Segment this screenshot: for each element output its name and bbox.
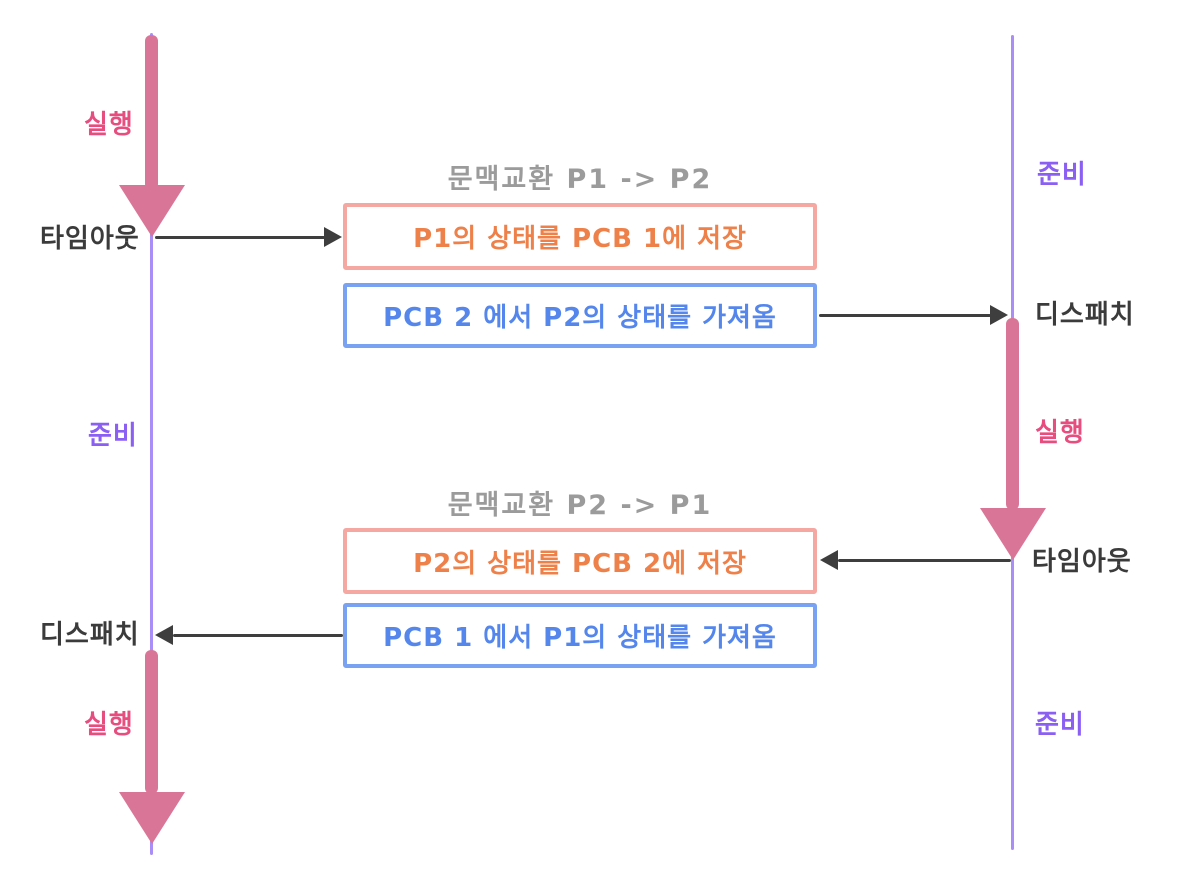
p2-ready-top-label: 준비 [1037, 160, 1087, 190]
load-to-dispatch-arrow-shaft [819, 314, 991, 317]
p2-timeout-label: 타임아웃 [1032, 547, 1132, 577]
p1-exec-bottom-label: 실행 [84, 710, 134, 740]
timeout-to-save-arrow-shaft [155, 236, 325, 239]
p1-execution-arrow-shaft [145, 35, 158, 190]
p2-ready-bottom-label: 준비 [1035, 710, 1085, 740]
context-switch-2-load-text: PCB 1 에서 P1의 상태를 가져옴 [383, 623, 777, 653]
p1-ready-label: 준비 [88, 421, 138, 451]
p1-exec-top-label: 실행 [84, 110, 134, 140]
p2-execution-arrowhead-icon [980, 508, 1046, 560]
context-switch-2-save-text: P2의 상태를 PCB 2에 저장 [413, 548, 747, 579]
timeout2-to-save-arrow-shaft [838, 559, 1011, 562]
timeout-to-save-arrowhead-icon [324, 227, 342, 247]
p2-exec-label: 실행 [1035, 418, 1085, 448]
load2-to-dispatch-arrow-shaft [173, 634, 343, 637]
p1-execution-arrowhead-icon [119, 185, 185, 237]
timeout2-to-save-arrowhead-icon [820, 550, 838, 570]
p1-dispatch-label: 디스패치 [40, 620, 140, 650]
p1-execution-arrowhead2-icon [119, 792, 185, 844]
p2-execution-arrow-shaft [1006, 318, 1019, 510]
context-switch-2-save-box: P2의 상태를 PCB 2에 저장 [343, 528, 817, 594]
context-switch-1-save-text: P1의 상태를 PCB 1에 저장 [413, 224, 747, 254]
context-switch-1-title: 문맥교환 P1 -> P2 [447, 164, 713, 195]
p2-dispatch-label: 디스패치 [1035, 300, 1135, 330]
p1-ready-timeline [150, 33, 153, 855]
p1-timeout-label: 타임아웃 [40, 224, 140, 254]
context-switch-2-load-box: PCB 1 에서 P1의 상태를 가져옴 [343, 603, 817, 668]
context-switch-2-title: 문맥교환 P2 -> P1 [447, 490, 713, 521]
load2-to-dispatch-arrowhead-icon [155, 625, 173, 645]
context-switch-1-load-text: PCB 2 에서 P2의 상태를 가져옴 [383, 303, 777, 333]
p1-execution-arrow2-shaft [145, 650, 158, 794]
context-switch-1-load-box: PCB 2 에서 P2의 상태를 가져옴 [343, 283, 817, 348]
load-to-dispatch-arrowhead-icon [990, 305, 1008, 325]
context-switch-1-save-box: P1의 상태를 PCB 1에 저장 [343, 203, 817, 270]
